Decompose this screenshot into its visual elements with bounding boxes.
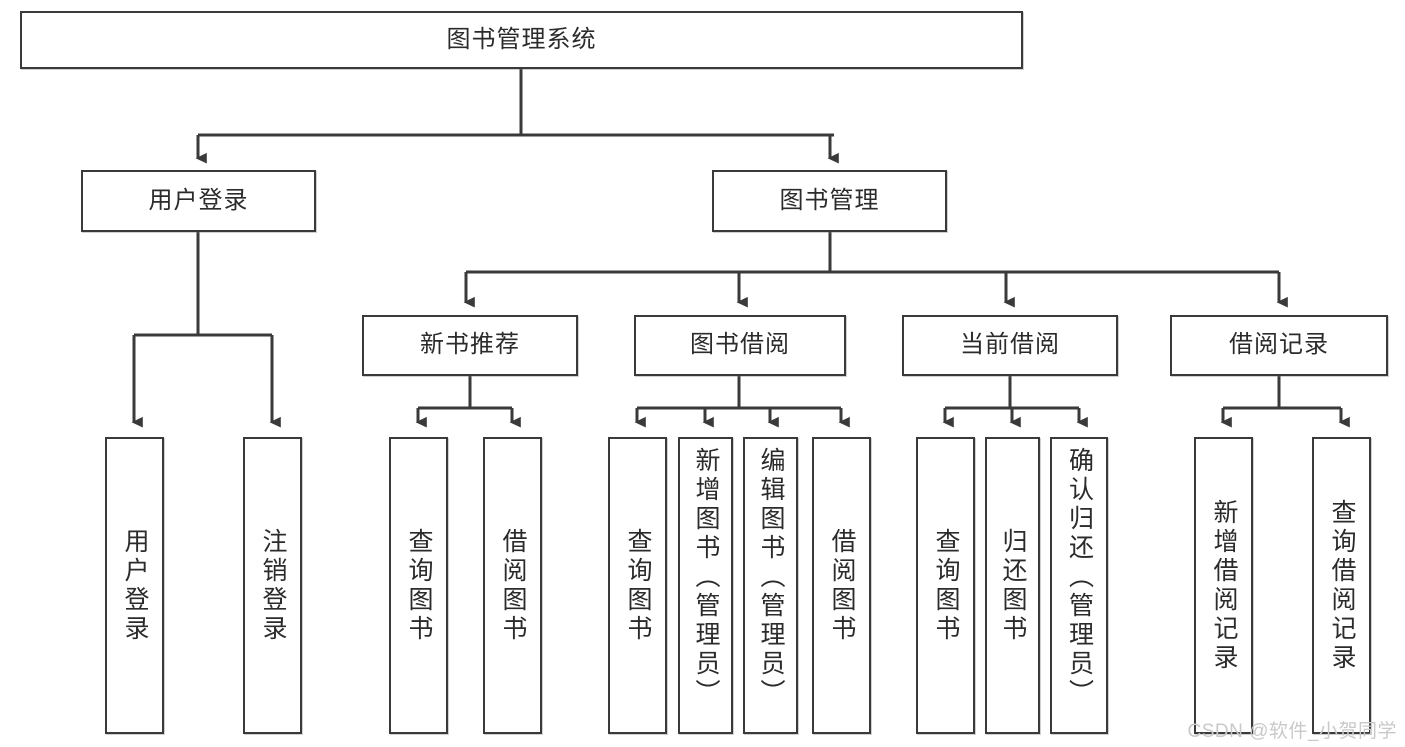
leaf-newbook-borrow-label: 借阅图书 xyxy=(499,527,527,644)
leaf-current-return[interactable]: 归还图书 xyxy=(985,437,1040,734)
node-user-login-label: 用户登录 xyxy=(148,186,249,214)
leaf-current-return-label: 归还图书 xyxy=(999,527,1027,644)
leaf-current-confirm-return[interactable]: 确认归还（管理员） xyxy=(1050,437,1108,734)
leaf-borrow-query-label: 查询图书 xyxy=(624,527,652,644)
node-book-management-label: 图书管理 xyxy=(779,186,880,214)
leaf-user-logout[interactable]: 注销登录 xyxy=(243,437,302,734)
node-root-label: 图书管理系统 xyxy=(446,25,597,53)
leaf-user-login[interactable]: 用户登录 xyxy=(105,437,164,734)
node-new-book-recommend[interactable]: 新书推荐 xyxy=(362,315,578,376)
node-borrow-record-label: 借阅记录 xyxy=(1229,331,1329,359)
leaf-record-query[interactable]: 查询借阅记录 xyxy=(1312,437,1371,734)
csdn-watermark: CSDN @软件_小贺同学 xyxy=(1187,721,1397,742)
node-new-book-recommend-label: 新书推荐 xyxy=(420,331,520,359)
node-current-borrow[interactable]: 当前借阅 xyxy=(902,315,1118,376)
leaf-current-confirm-return-label: 确认归还（管理员） xyxy=(1065,447,1094,708)
node-book-management[interactable]: 图书管理 xyxy=(712,170,947,232)
node-book-borrow[interactable]: 图书借阅 xyxy=(634,315,846,376)
leaf-user-login-label: 用户登录 xyxy=(121,527,149,644)
leaf-record-add[interactable]: 新增借阅记录 xyxy=(1194,437,1253,734)
leaf-borrow-lend-book[interactable]: 借阅图书 xyxy=(812,437,871,734)
node-book-borrow-label: 图书借阅 xyxy=(690,331,790,359)
leaf-newbook-query-label: 查询图书 xyxy=(405,527,433,644)
leaf-current-query-label: 查询图书 xyxy=(932,527,960,644)
leaf-borrow-lend-book-label: 借阅图书 xyxy=(828,527,856,644)
node-current-borrow-label: 当前借阅 xyxy=(960,331,1060,359)
leaf-current-query[interactable]: 查询图书 xyxy=(916,437,975,734)
leaf-newbook-borrow[interactable]: 借阅图书 xyxy=(483,437,542,734)
leaf-borrow-add-book-label: 新增图书（管理员） xyxy=(692,447,720,708)
leaf-borrow-edit-book[interactable]: 编辑图书（管理员） xyxy=(743,437,798,734)
leaf-record-query-label: 查询借阅记录 xyxy=(1328,498,1356,673)
leaf-borrow-add-book[interactable]: 新增图书（管理员） xyxy=(678,437,733,734)
leaf-user-logout-label: 注销登录 xyxy=(259,527,287,644)
leaf-borrow-edit-book-label: 编辑图书（管理员） xyxy=(757,447,785,708)
leaf-record-add-label: 新增借阅记录 xyxy=(1210,498,1238,673)
node-borrow-record[interactable]: 借阅记录 xyxy=(1170,315,1388,376)
leaf-newbook-query[interactable]: 查询图书 xyxy=(389,437,448,734)
node-root[interactable]: 图书管理系统 xyxy=(20,11,1023,69)
leaf-borrow-query[interactable]: 查询图书 xyxy=(608,437,667,734)
node-user-login[interactable]: 用户登录 xyxy=(81,170,316,232)
